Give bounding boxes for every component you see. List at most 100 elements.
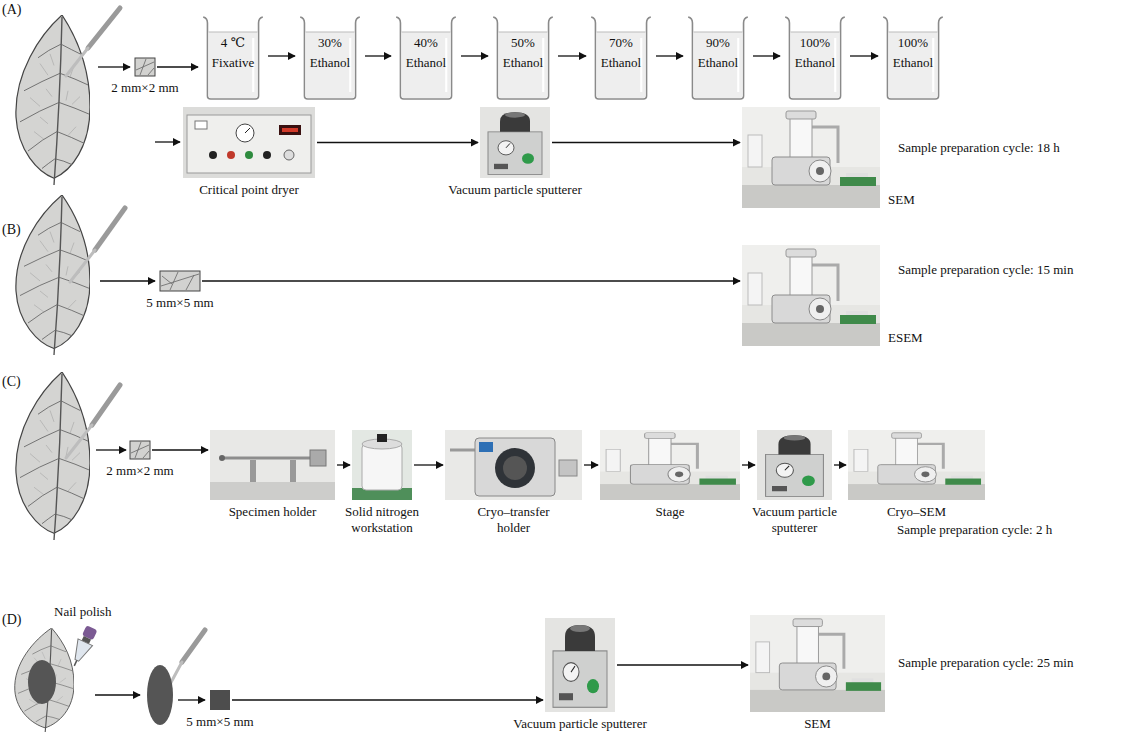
sputterer-photo xyxy=(757,430,832,500)
caption: 2 mm×2 mm xyxy=(106,463,173,479)
instrument-photo: Stage xyxy=(600,430,740,500)
panel-label: (D) xyxy=(2,612,21,629)
beaker-label: 50% xyxy=(490,33,556,53)
instrument-photo: Vacuum particle sputterer xyxy=(480,107,550,178)
beaker-label: 40% xyxy=(393,33,459,53)
flow-arrow xyxy=(617,664,748,665)
instrument-photo: Cryo–transfer holder xyxy=(445,430,582,500)
panel-label: (C) xyxy=(2,374,21,391)
beaker: 4 ℃Fixative xyxy=(200,12,266,100)
scalpel xyxy=(70,208,125,282)
flow-arrow xyxy=(268,55,295,56)
beaker-text: 40%Ethanol xyxy=(393,12,459,73)
caption: ESEM xyxy=(888,330,923,346)
part-label: Nail polish xyxy=(54,604,111,620)
flow-arrow xyxy=(157,66,198,67)
scalpel xyxy=(66,385,120,458)
flow-arrow xyxy=(834,464,846,465)
flow-arrow xyxy=(584,464,598,465)
leaf-sample xyxy=(130,441,150,459)
flow-arrow xyxy=(742,464,755,465)
sample-tile: 2 mm×2 mm xyxy=(130,441,150,459)
caption: Critical point dryer xyxy=(199,182,299,198)
beaker-label: Fixative xyxy=(200,53,266,73)
stage-photo xyxy=(600,430,740,500)
flow-arrow xyxy=(337,464,350,465)
leaf xyxy=(16,15,90,185)
esem-photo xyxy=(742,245,880,346)
instrument-photo: Vacuum particle sputterer xyxy=(757,430,832,500)
flow-arrow xyxy=(656,55,683,56)
flow-arrow xyxy=(365,55,391,56)
beaker-label: 70% xyxy=(588,33,654,53)
beaker: 100%Ethanol xyxy=(880,12,946,100)
caption: Specimen holder xyxy=(229,504,317,520)
flow-arrow xyxy=(558,55,586,56)
beaker-text: 100%Ethanol xyxy=(782,12,848,73)
caption: 5 mm×5 mm xyxy=(146,295,213,311)
caption: 2 mm×2 mm xyxy=(111,80,178,96)
beaker: 50%Ethanol xyxy=(490,12,556,100)
peeled-film xyxy=(147,665,173,725)
cycle-note: Sample preparation cycle: 2 h xyxy=(897,522,1052,538)
beaker-text: 100%Ethanol xyxy=(880,12,946,73)
flow-arrow xyxy=(461,55,488,56)
beaker-label: Ethanol xyxy=(393,53,459,73)
flow-arrow xyxy=(753,55,780,56)
panel-label: (A) xyxy=(2,2,21,19)
beaker: 30%Ethanol xyxy=(297,12,363,100)
caption: SEM xyxy=(888,192,915,208)
sem-photo xyxy=(742,107,880,208)
sputterer-photo xyxy=(545,618,615,712)
caption: Stage xyxy=(656,504,685,520)
instrument-photo: SEM xyxy=(742,107,880,208)
leaf-sample xyxy=(160,271,200,291)
caption: Vacuum particle sputterer xyxy=(448,182,582,198)
caption: SEM xyxy=(804,716,831,732)
sample-tile: 5 mm×5 mm xyxy=(210,690,230,710)
beaker-text: 30%Ethanol xyxy=(297,12,363,73)
specimen-holder-photo xyxy=(210,430,335,500)
panel-label: (B) xyxy=(2,222,21,239)
beaker-label: Ethanol xyxy=(297,53,363,73)
cryo-transfer-holder-photo xyxy=(445,430,582,500)
beaker-text: 50%Ethanol xyxy=(490,12,556,73)
flow-arrow xyxy=(152,449,208,450)
instrument-photo: Cryo–SEM xyxy=(848,430,985,500)
flow-arrow xyxy=(202,280,740,281)
sample-tile: 2 mm×2 mm xyxy=(135,58,155,76)
sputterer-photo xyxy=(480,107,550,178)
caption: 5 mm×5 mm xyxy=(186,714,253,730)
caption: Solid nitrogen workstation xyxy=(338,504,426,537)
beaker-label: Ethanol xyxy=(880,53,946,73)
caption: Cryo–SEM xyxy=(887,504,946,520)
flow-arrow xyxy=(850,55,878,56)
caption: Vacuum particle sputterer xyxy=(513,716,647,732)
leaf xyxy=(16,372,90,540)
critical-point-dryer-photo xyxy=(183,107,315,178)
film-sample xyxy=(210,690,230,710)
sample-tile: 5 mm×5 mm xyxy=(160,271,200,291)
instrument-photo: ESEM xyxy=(742,245,880,346)
instrument-photo: SEM xyxy=(750,615,885,712)
nail-polish-bottle xyxy=(67,624,99,669)
beaker: 70%Ethanol xyxy=(588,12,654,100)
leaf xyxy=(16,195,90,355)
beaker: 90%Ethanol xyxy=(685,12,751,100)
beaker-label: 4 ℃ xyxy=(200,33,266,53)
beaker: 40%Ethanol xyxy=(393,12,459,100)
beaker-text: 4 ℃Fixative xyxy=(200,12,266,73)
flow-arrow xyxy=(414,464,443,465)
flow-arrow xyxy=(552,142,740,143)
cryo-sem-photo xyxy=(848,430,985,500)
polish-patch xyxy=(28,660,56,704)
cycle-note: Sample preparation cycle: 25 min xyxy=(898,655,1073,671)
instrument-photo: Critical point dryer xyxy=(183,107,315,178)
instrument-photo: Solid nitrogen workstation xyxy=(352,430,412,500)
beaker-label: 30% xyxy=(297,33,363,53)
beaker-label: Ethanol xyxy=(588,53,654,73)
flow-arrow xyxy=(317,142,478,143)
